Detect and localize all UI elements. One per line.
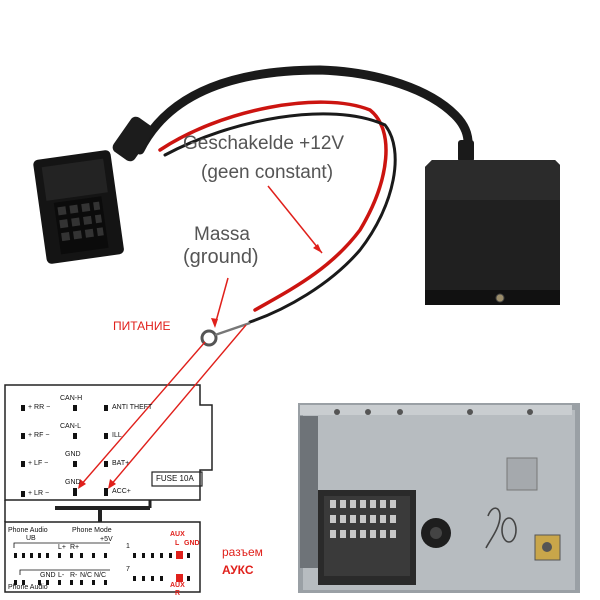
pin-rplus: R+ [70,544,80,551]
ring-terminal [200,329,218,347]
black-cable [135,65,473,160]
phone-audio-bottom: Phone Audio [8,584,48,591]
aux-connector-label-2: АУКС [222,563,254,577]
aux-gnd-label: GND [184,540,200,547]
pin-anti-theft: ANTI THEFT [112,404,153,411]
aux-label-bottom: AUX [170,582,185,589]
aux-r-label: R [175,590,181,597]
ground-en-label: (ground) [183,246,259,268]
pin-gnd-mid: GND [65,479,81,486]
aux-l-label: L [175,540,180,547]
pin-l-minus: L- [58,572,65,579]
power-callout: ПИТАНИЕ [113,319,171,333]
pin-squares [21,405,108,497]
pin-acc: ACC+ [112,488,131,495]
pin-gnd-l: GND [40,572,56,579]
pinout-diagram [4,384,213,593]
not-constant-label: (geen constant) [201,162,334,183]
aux-label-top: AUX [170,531,185,538]
switched-12v-label: Geschakelde +12V [183,133,345,154]
red-wire [158,100,388,312]
phone-mode: Phone Mode [72,527,112,534]
pin-rf: + RF − [28,432,50,439]
pin-ill: ILL [112,432,122,439]
pin-can-h: CAN-H [60,395,83,402]
lower-pin-rows [14,553,190,585]
aux-connector-label-1: разъем [222,545,263,559]
pin-lf: + LF − [28,460,49,467]
fuse-box [151,471,203,487]
pin-gnd-top: GND [65,451,81,458]
pin-r-minus: R- [70,572,78,579]
pin-ub: UB [26,535,36,542]
phone-audio-top: Phone Audio [8,527,48,534]
pin-lplus: L+ [58,544,66,551]
pin-plus5v: +5V [100,536,113,543]
audio-jack-port [495,293,505,303]
pin-number-1: 1 [126,543,130,550]
bluetooth-module [425,160,560,305]
pin-lr: + LR − [28,490,50,497]
pin-rr: + RR − [28,404,51,411]
car-connector-plug [33,150,124,264]
pin-nc-1: N/C [80,572,93,579]
fuse-label: FUSE 10A [156,474,194,483]
pin-number-7: 7 [126,566,130,573]
ground-nl-label: Massa [194,224,250,245]
pin-nc-2: N/C [94,572,107,579]
pin-can-l: CAN-L [60,423,82,430]
cable-boot [112,116,154,162]
head-unit-photo [298,403,580,593]
black-wire [163,112,397,324]
pin-bat: BAT+ [112,460,130,467]
